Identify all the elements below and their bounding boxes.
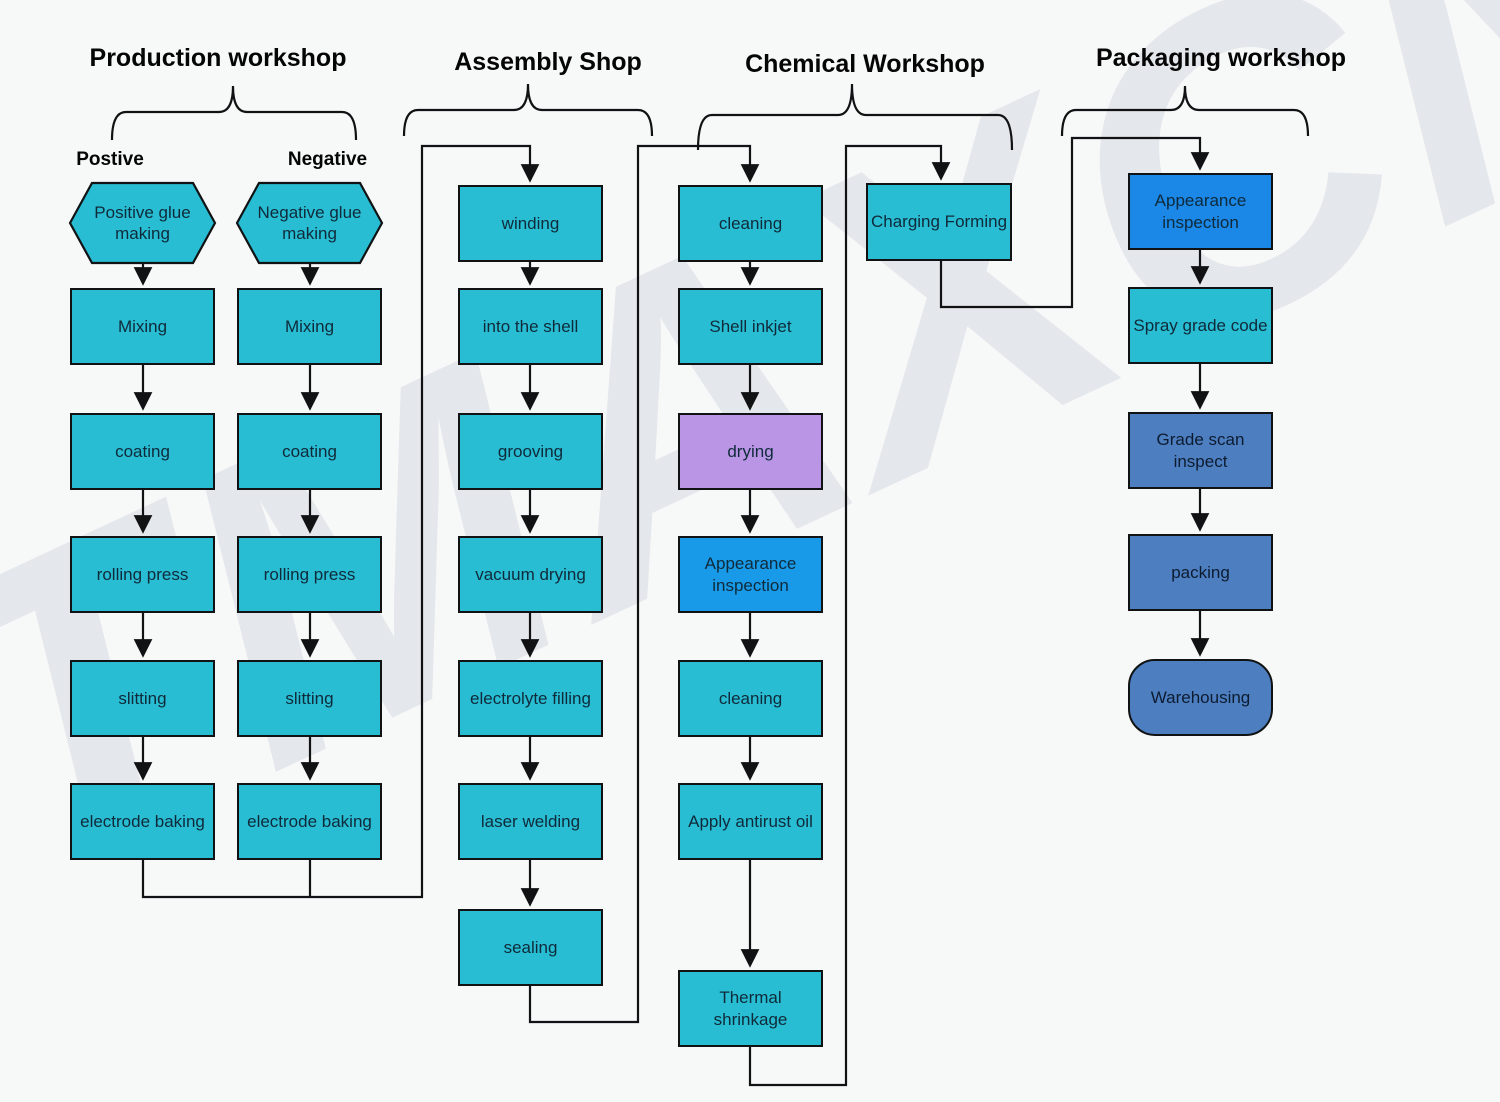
node-vacuum-drying: vacuum drying bbox=[458, 536, 603, 613]
node-sealing: sealing bbox=[458, 909, 603, 986]
node-negative-coating: coating bbox=[237, 413, 382, 490]
connector-baking-to-winding bbox=[141, 144, 540, 899]
node-positive-glue-making: Positive glue making bbox=[94, 202, 191, 243]
brace-assembly-shop bbox=[402, 83, 654, 137]
connector-thermal-to-charging bbox=[748, 144, 951, 1087]
node-chemical-cleaning: cleaning bbox=[678, 185, 823, 262]
title-chemical-workshop: Chemical Workshop bbox=[745, 50, 985, 78]
negative-glue-making-hexagon bbox=[235, 181, 384, 265]
label-positive-branch: Postive bbox=[76, 149, 144, 170]
brace-chemical-workshop bbox=[696, 83, 1014, 151]
node-negative-electrode-baking: electrode baking bbox=[237, 783, 382, 860]
brace-production-workshop bbox=[110, 85, 358, 141]
node-grooving: grooving bbox=[458, 413, 603, 490]
node-negative-slitting: slitting bbox=[237, 660, 382, 737]
node-chemical-appearance-inspection: Appearance inspection bbox=[678, 536, 823, 613]
connector-sealing-to-cleaning bbox=[528, 144, 760, 1024]
title-packaging-workshop: Packaging workshop bbox=[1095, 44, 1347, 72]
positive-glue-making-hexagon bbox=[68, 181, 217, 265]
node-thermal-shrinkage: Thermal shrinkage bbox=[678, 970, 823, 1047]
node-negative-rolling-press: rolling press bbox=[237, 536, 382, 613]
node-warehousing: Warehousing bbox=[1128, 659, 1273, 736]
node-negative-glue-making: Negative glue making bbox=[257, 202, 362, 243]
node-into-the-shell: into the shell bbox=[458, 288, 603, 365]
node-packing: packing bbox=[1128, 534, 1273, 611]
node-negative-mixing: Mixing bbox=[237, 288, 382, 365]
node-positive-rolling-press: rolling press bbox=[70, 536, 215, 613]
node-positive-slitting: slitting bbox=[70, 660, 215, 737]
node-charging-forming: Charging Forming bbox=[866, 183, 1012, 261]
node-positive-electrode-baking: electrode baking bbox=[70, 783, 215, 860]
node-grade-scan-inspect: Grade scan inspect bbox=[1128, 412, 1273, 489]
node-drying: drying bbox=[678, 413, 823, 490]
node-shell-inkjet: Shell inkjet bbox=[678, 288, 823, 365]
title-assembly-shop: Assembly Shop bbox=[454, 48, 642, 76]
node-winding: winding bbox=[458, 185, 603, 262]
node-positive-mixing: Mixing bbox=[70, 288, 215, 365]
node-electrolyte-filling: electrolyte filling bbox=[458, 660, 603, 737]
node-chemical-cleaning-2: cleaning bbox=[678, 660, 823, 737]
node-apply-antirust-oil: Apply antirust oil bbox=[678, 783, 823, 860]
node-laser-welding: laser welding bbox=[458, 783, 603, 860]
node-packaging-appearance-inspection: Appearance inspection bbox=[1128, 173, 1273, 250]
brace-packaging-workshop bbox=[1060, 85, 1310, 137]
node-spray-grade-code: Spray grade code bbox=[1128, 287, 1273, 364]
connector-charging-to-appearance bbox=[939, 136, 1210, 309]
title-production-workshop: Production workshop bbox=[89, 44, 347, 72]
label-negative-branch: Negative bbox=[287, 149, 368, 170]
node-positive-coating: coating bbox=[70, 413, 215, 490]
